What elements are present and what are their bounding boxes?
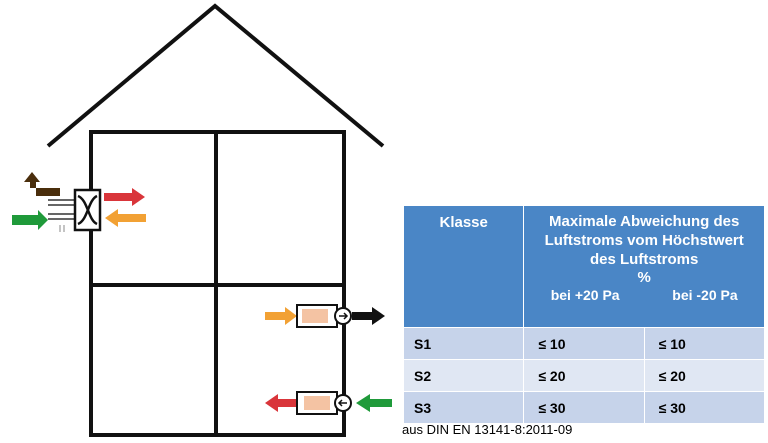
header-minus-20pa: bei -20 Pa xyxy=(672,287,738,303)
supply-air-arrow-icon xyxy=(104,188,145,206)
fresh-air-arrow-icon xyxy=(12,210,48,230)
header-plus-20pa: bei +20 Pa xyxy=(550,287,620,303)
table-row: S1 ≤ 10 ≤ 10 xyxy=(402,327,766,360)
cell-minus: ≤ 20 xyxy=(643,359,766,392)
table-row: S2 ≤ 20 ≤ 20 xyxy=(402,359,766,392)
cell-minus: ≤ 30 xyxy=(643,391,766,424)
cell-klasse: S3 xyxy=(402,391,525,424)
cell-plus: ≤ 30 xyxy=(523,391,645,424)
header-deviation: Maximale Abweichung des Luftstroms vom H… xyxy=(523,205,765,328)
exhaust-arrow-icon xyxy=(352,307,385,325)
header-deviation-line3: des Luftstroms xyxy=(590,251,699,268)
cell-minus: ≤ 10 xyxy=(643,327,766,360)
table-row: S3 ≤ 30 ≤ 30 xyxy=(402,391,766,424)
supply-air-arrow-icon xyxy=(265,394,297,412)
header-klasse: Klasse xyxy=(402,205,525,328)
wall-fan-exhaust xyxy=(265,304,385,328)
cell-klasse: S1 xyxy=(402,327,525,360)
exhaust-arrow-icon xyxy=(24,172,60,196)
cell-plus: ≤ 20 xyxy=(523,359,645,392)
source-note: aus DIN EN 13141-8:2011-09 xyxy=(402,422,573,437)
header-unit: % xyxy=(637,269,651,286)
table-header-row: Klasse Maximale Abweichung des Luftstrom… xyxy=(402,205,765,328)
extract-air-arrow-icon xyxy=(105,209,146,227)
heat-recovery-unit xyxy=(12,172,146,232)
cell-klasse: S2 xyxy=(402,359,525,392)
cell-plus: ≤ 10 xyxy=(523,327,645,360)
fresh-air-arrow-icon xyxy=(356,394,392,412)
header-deviation-line1: Maximale Abweichung des xyxy=(549,213,740,230)
header-deviation-line2: Luftstroms vom Höchstwert xyxy=(544,232,744,249)
leakage-class-table: Klasse Maximale Abweichung des Luftstrom… xyxy=(402,205,766,424)
wall-fan-supply xyxy=(265,391,392,415)
house-roof xyxy=(46,3,385,148)
extract-air-arrow-icon xyxy=(265,307,297,325)
